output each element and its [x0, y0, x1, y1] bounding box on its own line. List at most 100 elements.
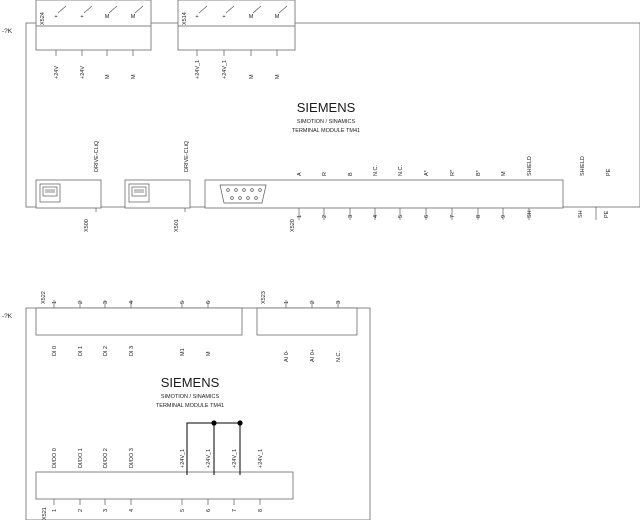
- x524-label: X524: [40, 12, 46, 25]
- x524-signal-3: M: [105, 74, 111, 79]
- x514-pin-3: M: [249, 14, 254, 20]
- x520-label: X520: [290, 219, 296, 232]
- x520-pin-5: 5: [398, 215, 404, 218]
- x523-label: X523: [261, 291, 267, 304]
- x501-drive-label: DRIVE-CLiQ: [184, 140, 190, 172]
- x521-signal-7: +24V_1: [232, 449, 238, 468]
- x524-pin-4: M: [131, 14, 136, 20]
- dsub-pin-hole: [234, 188, 238, 192]
- x524-signal-1: +24V: [54, 66, 60, 79]
- x522-pin-3: 3: [103, 301, 109, 304]
- bottom-module-ref: -?K: [2, 313, 13, 320]
- x520-pin-8: 8: [476, 215, 482, 218]
- dsub-pin-hole: [250, 188, 254, 192]
- x514-terminal-mark: [278, 5, 288, 14]
- x524-terminal-mark: [83, 5, 93, 14]
- x500-drive-label: DRIVE-CLiQ: [94, 140, 100, 172]
- x520-signal-5: N.C.: [398, 165, 404, 176]
- x524-pin-3: M: [105, 14, 110, 20]
- bottom-brand-line1: SIMOTION / SINAMICS: [161, 394, 220, 400]
- x514-pin-2: +: [222, 14, 225, 20]
- x524-block: [35, 0, 152, 51]
- x520-pin-3: 3: [348, 215, 354, 218]
- x523-signal-2: AI 0+: [310, 349, 316, 362]
- dsub-pin-hole: [258, 188, 262, 192]
- x522-pin-5: 5: [180, 301, 186, 304]
- x522-pin-2: 2: [78, 301, 84, 304]
- bottom-brand-line2: TERMINAL MODULE TM41: [156, 403, 224, 409]
- x522-signal-5: M1: [180, 348, 186, 356]
- x514-label: X514: [182, 12, 188, 25]
- x520-signal-6: A*: [424, 169, 430, 176]
- x514-signal-4: M: [275, 74, 281, 79]
- connector-x501: DRIVE-CLiQ X501: [124, 140, 191, 232]
- x514-signal-2: +24V_1: [222, 60, 228, 79]
- x514-block: [177, 0, 296, 51]
- x520-signal-8: B*: [476, 169, 482, 176]
- x520-pin-4: 4: [373, 215, 379, 218]
- x514-signal-1: +24V_1: [195, 60, 201, 79]
- x524-terminal-mark: [57, 5, 67, 14]
- shield-pe-terminals: SHIELD PE SH PE: [578, 156, 612, 220]
- x514-terminal-mark: [252, 5, 262, 14]
- top-brand-line2: TERMINAL MODULE TM41: [292, 128, 360, 134]
- x524-terminal-mark: [134, 5, 144, 14]
- shield-signal: SHIELD: [580, 156, 586, 176]
- x500-block: [35, 179, 102, 209]
- junction-dot-2: [237, 420, 243, 426]
- x521-pin-2: 2: [78, 509, 84, 512]
- x520-dsub-shape: [219, 184, 267, 204]
- x521-signal-4: DI/DO 3: [129, 448, 135, 468]
- x521-pin-5: 5: [180, 509, 186, 512]
- x520-signal-3: B: [348, 172, 354, 176]
- x522-label: X522: [41, 291, 47, 304]
- x520-pin-1: 1: [297, 215, 303, 218]
- pe-signal: PE: [606, 168, 612, 176]
- x520-signal-10: SHIELD: [527, 156, 533, 176]
- x523-pin-3: 3: [336, 301, 342, 304]
- x501-block: [124, 179, 191, 209]
- x520-signal-2: R: [322, 172, 328, 176]
- x522-signal-1: DI 0: [52, 346, 58, 356]
- x523-pin-2: 2: [310, 301, 316, 304]
- x514-terminal-mark: [198, 5, 208, 14]
- x521-pin-3: 3: [103, 509, 109, 512]
- x522-signal-6: M: [206, 351, 212, 356]
- x523-signal-1: AI 0-: [284, 350, 290, 362]
- x520-signal-9: M: [501, 171, 507, 176]
- x522-pin-4: 4: [129, 301, 135, 304]
- x520-pin-10: SH: [527, 210, 533, 218]
- x521-signal-5: +24V_1: [180, 449, 186, 468]
- x520-pin-7: 7: [450, 215, 456, 218]
- x524-terminal-mark: [108, 5, 118, 14]
- top-module-ref: -?K: [2, 28, 13, 35]
- x521-pin-8: 8: [258, 509, 264, 512]
- bottom-brand: SIEMENS: [161, 375, 220, 390]
- x520-block: [204, 179, 564, 209]
- pe-pin: PE: [604, 210, 610, 218]
- x524-pin-2: +: [80, 14, 83, 20]
- x521-signal-6: +24V_1: [206, 449, 212, 468]
- x520-pin-6: 6: [424, 215, 430, 218]
- x524-signal-4: M: [131, 74, 137, 79]
- x521-pin-7: 7: [232, 509, 238, 512]
- x514-terminal-mark: [225, 5, 235, 14]
- dsub-pin-hole: [254, 196, 258, 200]
- x520-pin-2: 2: [322, 215, 328, 218]
- top-module-body: [25, 22, 640, 208]
- x520-signal-7: R*: [450, 169, 456, 176]
- x501-label: X501: [174, 219, 180, 232]
- x521-signal-3: DI/DO 2: [103, 448, 109, 468]
- x514-pin-4: M: [275, 14, 280, 20]
- junction-dot-1: [211, 420, 217, 426]
- dsub-pin-hole: [246, 196, 250, 200]
- x522-signal-4: DI 3: [129, 346, 135, 356]
- top-brand-line1: SIMOTION / SINAMICS: [297, 119, 356, 125]
